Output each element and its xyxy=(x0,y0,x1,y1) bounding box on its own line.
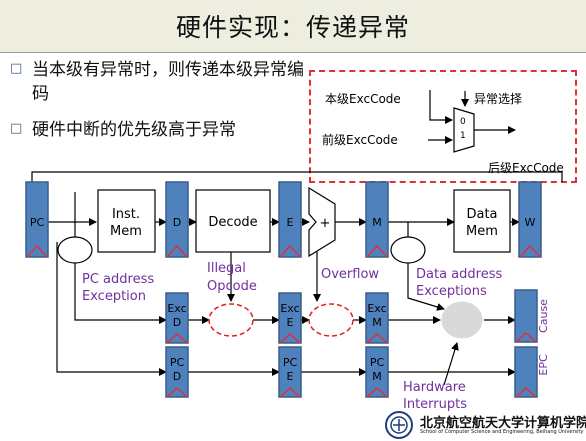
illegal-opcode-label-2: Opcode xyxy=(207,279,257,294)
bullet-square-icon: □ xyxy=(10,121,23,136)
inst-mem-block: Inst. Mem xyxy=(97,189,156,253)
exc-d-label-2: D xyxy=(173,316,181,329)
alu-op-label: + xyxy=(320,216,331,231)
pc-e-label-2: E xyxy=(287,370,294,383)
hardware-interrupts-label-2: Interrupts xyxy=(403,397,467,412)
data-mem-label-1: Data xyxy=(466,207,497,222)
pc-register-e: PC E xyxy=(278,346,302,398)
register-e-label: E xyxy=(287,216,294,229)
data-mem-label-2: Mem xyxy=(466,224,498,239)
overflow-label: Overflow xyxy=(321,267,379,282)
pipeline-register-d: D xyxy=(165,181,189,258)
alu-block: + xyxy=(308,186,336,258)
epc-label: EPC xyxy=(537,354,550,376)
university-emblem-icon xyxy=(385,411,413,439)
data-exception-label-2: Exceptions xyxy=(416,284,487,299)
exc-m-label-2: M xyxy=(372,316,382,329)
pc-exception-detector xyxy=(57,236,93,264)
inst-mem-label-2: Mem xyxy=(110,224,142,239)
university-logo: 北京航空航天大学计算机学院 School of Computer Science… xyxy=(384,410,586,440)
exc-register-m: Exc M xyxy=(365,292,389,344)
bullet-text: 硬件中断的优先级高于异常 xyxy=(32,120,236,140)
mux-dashed-box xyxy=(309,70,577,183)
data-exception-detector xyxy=(390,236,426,264)
epc-register: EPC xyxy=(514,346,550,398)
exc-register-d: Exc D xyxy=(165,292,189,344)
data-mem-block: Data Mem xyxy=(453,189,511,253)
pc-d-label-2: D xyxy=(173,370,181,383)
inst-mem-label-1: Inst. xyxy=(112,207,140,222)
pc-m-label-2: M xyxy=(372,370,382,383)
bullet-text: 当本级有异常时，则传递本级异常编码 xyxy=(32,60,304,104)
bullet-item: □ 硬件中断的优先级高于异常 xyxy=(10,118,310,142)
exc-d-label-1: Exc xyxy=(167,302,186,315)
pipeline-register-e: E xyxy=(278,181,302,258)
register-d-label: D xyxy=(173,216,181,229)
logo-chinese-name: 北京航空航天大学计算机学院 xyxy=(420,416,586,431)
register-pc-label: PC xyxy=(30,216,45,229)
illegal-opcode-label-1: Illegal xyxy=(207,261,246,276)
pipeline-register-m: M xyxy=(365,181,389,258)
logo-english-name: School of Computer Science and Engineeri… xyxy=(420,429,584,435)
decode-block: Decode xyxy=(195,189,271,253)
cause-label: Cause xyxy=(537,299,550,333)
overflow-merge xyxy=(308,303,354,337)
data-exception-label-1: Data address xyxy=(416,267,502,282)
exception-priority-merge xyxy=(441,301,483,339)
bullet-square-icon: □ xyxy=(10,61,23,76)
exc-register-e: Exc E xyxy=(278,292,302,344)
pc-register-d: PC D xyxy=(165,346,189,398)
illegal-opcode-merge xyxy=(208,303,254,337)
title-bar: 硬件实现：传递异常 xyxy=(0,0,586,53)
pipeline-register-pc: PC xyxy=(25,181,49,258)
hardware-interrupts-label-1: Hardware xyxy=(403,380,466,395)
pc-exception-label-1: PC address xyxy=(82,272,154,287)
decode-label: Decode xyxy=(208,215,257,230)
pc-register-m: PC M xyxy=(365,346,389,398)
pc-exception-label-2: Exception xyxy=(82,289,146,304)
exc-e-label-1: Exc xyxy=(280,302,299,315)
exc-e-label-2: E xyxy=(287,316,294,329)
cause-register: Cause xyxy=(514,289,550,343)
pc-e-label-1: PC xyxy=(283,356,298,369)
register-w-label: W xyxy=(525,216,536,229)
register-m-label: M xyxy=(372,216,382,229)
pc-m-label-1: PC xyxy=(370,356,385,369)
slide-title: 硬件实现：传递异常 xyxy=(175,13,410,42)
exc-m-label-1: Exc xyxy=(367,302,386,315)
bullet-item: □ 当本级有异常时，则传递本级异常编码 xyxy=(10,58,310,106)
pipeline-register-w: W xyxy=(518,181,542,258)
pc-d-label-1: PC xyxy=(170,356,185,369)
bullet-list: □ 当本级有异常时，则传递本级异常编码 □ 硬件中断的优先级高于异常 xyxy=(10,58,310,154)
